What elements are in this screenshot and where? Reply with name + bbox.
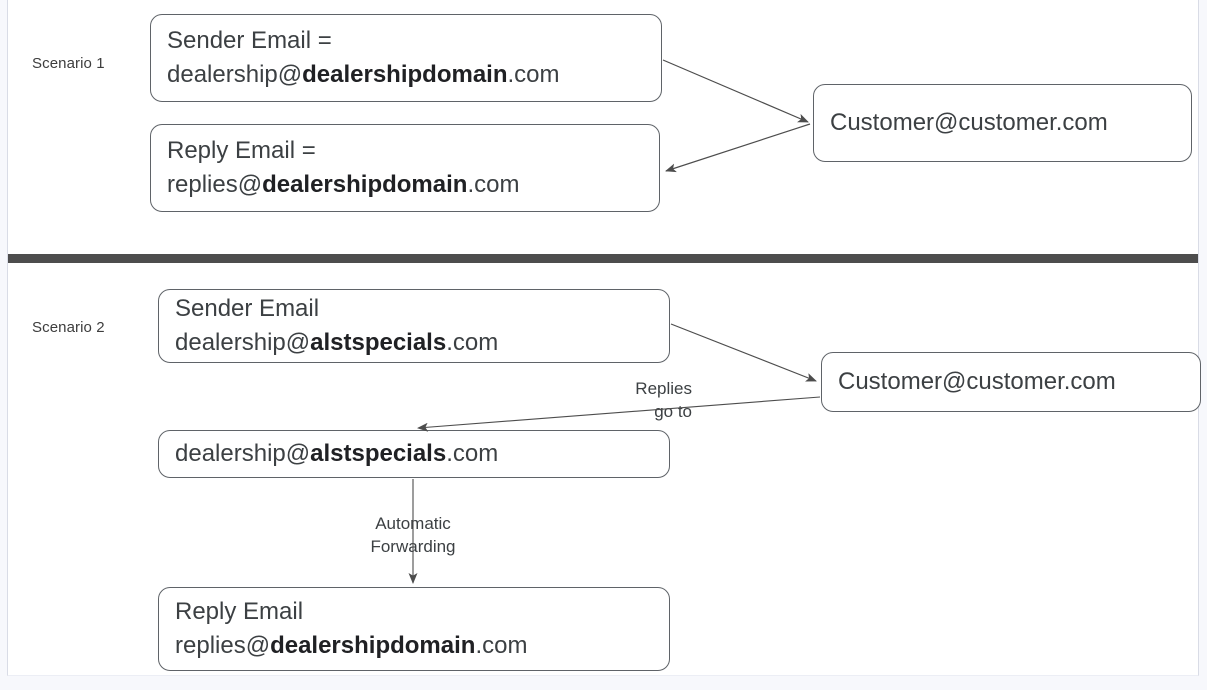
scenario-1-reply-address-domain: dealershipdomain xyxy=(262,171,468,198)
scenario-2-forwarding-address-suffix: .com xyxy=(446,440,499,467)
scenario-1-sender-address: dealership@dealershipdomain.com xyxy=(167,58,645,92)
scenario-2-sender-email-node[interactable]: Sender Email dealership@alstspecials.com xyxy=(158,289,670,363)
scenario-1-sender-email-node[interactable]: Sender Email = dealership@dealershipdoma… xyxy=(150,14,662,102)
scenario-divider xyxy=(8,254,1198,263)
scenario-2-reply-address-prefix: replies@ xyxy=(175,632,271,659)
automatic-forwarding-label: Automatic Forwarding xyxy=(343,512,483,558)
scenario-1-reply-address: replies@dealershipdomain.com xyxy=(167,168,643,202)
scenario-1-reply-email-node[interactable]: Reply Email = replies@dealershipdomain.c… xyxy=(150,124,660,212)
scenario-2-sender-address-suffix: .com xyxy=(446,329,499,356)
scenario-2-reply-address-domain: dealershipdomain xyxy=(270,632,476,659)
replies-go-to-label: Replies go to xyxy=(588,377,692,423)
scenario-2-reply-address-suffix: .com xyxy=(475,632,528,659)
scenario-2-sender-address-domain: alstspecials xyxy=(310,329,447,356)
scenario-2-sender-address: dealership@alstspecials.com xyxy=(175,326,653,360)
scenario-2-sender-address-prefix: dealership@ xyxy=(175,329,311,356)
scenario-2-label: Scenario 2 xyxy=(32,319,105,336)
scenario-1-reply-title: Reply Email = xyxy=(167,137,316,164)
automatic-forwarding-line-1: Automatic xyxy=(375,514,451,533)
scenario-2-reply-title: Reply Email xyxy=(175,598,304,625)
scenario-1-reply-address-suffix: .com xyxy=(467,171,520,198)
scenario-2-forwarding-address: dealership@alstspecials.com xyxy=(175,437,653,471)
scenario-1-customer-address: Customer@customer.com xyxy=(830,109,1108,136)
scenario-1-sender-address-suffix: .com xyxy=(507,61,560,88)
scenario-2-sender-title: Sender Email xyxy=(175,295,320,322)
scenario-2-forwarding-address-prefix: dealership@ xyxy=(175,440,311,467)
scenario-1-reply-address-prefix: replies@ xyxy=(167,171,263,198)
scenario-1-customer-node[interactable]: Customer@customer.com xyxy=(813,84,1192,162)
scenario-1-label: Scenario 1 xyxy=(32,55,105,72)
scenario-2-reply-email-node[interactable]: Reply Email replies@dealershipdomain.com xyxy=(158,587,670,671)
scenario-1-sender-address-domain: dealershipdomain xyxy=(302,61,508,88)
scenario-2-forwarding-address-domain: alstspecials xyxy=(310,440,447,467)
scenario-2-customer-address: Customer@customer.com xyxy=(838,368,1116,395)
scenario-2-reply-address: replies@dealershipdomain.com xyxy=(175,629,653,663)
scenario-1-sender-address-prefix: dealership@ xyxy=(167,61,303,88)
scenario-2-forwarding-address-node[interactable]: dealership@alstspecials.com xyxy=(158,430,670,478)
scenario-1-sender-title: Sender Email = xyxy=(167,27,332,54)
automatic-forwarding-line-2: Forwarding xyxy=(370,537,456,556)
replies-go-to-line-1: Replies xyxy=(635,379,692,398)
scenario-2-customer-node[interactable]: Customer@customer.com xyxy=(821,352,1201,412)
replies-go-to-line-2: go to xyxy=(654,402,692,421)
